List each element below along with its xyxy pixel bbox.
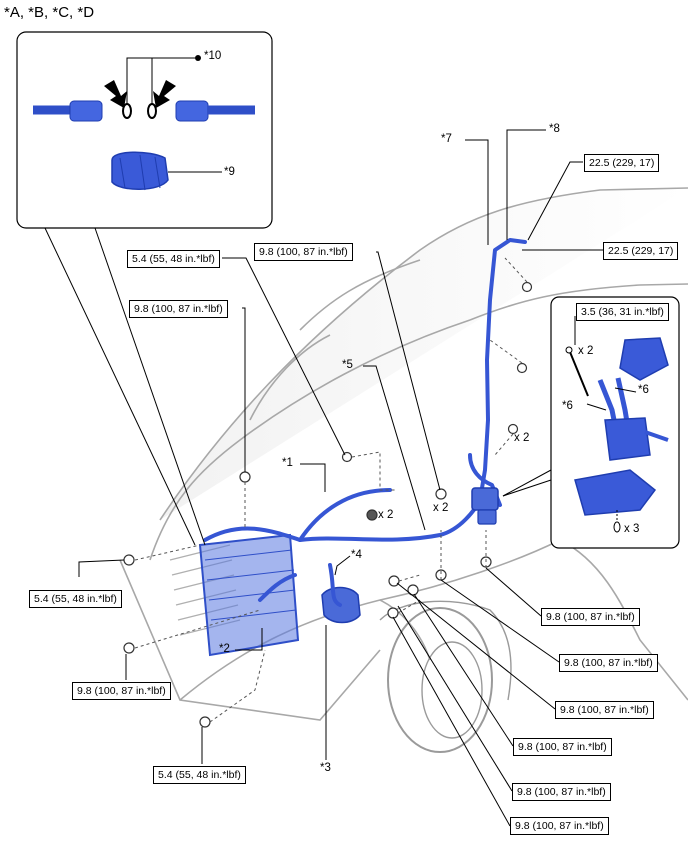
torque-9-8-right-3: 9.8 (100, 87 in.*lbf) [555,701,654,719]
torque-5-4-top: 5.4 (55, 48 in.*lbf) [127,250,220,268]
torque-9-8-top: 9.8 (100, 87 in.*lbf) [254,243,353,261]
leaders [78,129,604,827]
callout-5: *5 [342,359,353,371]
callout-10: *10 [204,50,222,62]
piping [203,238,527,607]
diagram-title: *A, *B, *C, *D [4,4,95,21]
callout-3: *3 [320,762,331,774]
torque-9-8-right-5: 9.8 (100, 87 in.*lbf) [512,783,611,801]
fasteners [123,281,533,728]
callout-4: *4 [351,549,362,561]
callout-8: *8 [549,123,560,135]
qty-screw-x3: x 3 [624,523,640,535]
torque-9-8-right-2: 9.8 (100, 87 in.*lbf) [559,654,658,672]
qty-bolt-inset: x 2 [578,345,594,357]
torque-9-8-left-upper: 9.8 (100, 87 in.*lbf) [129,300,228,318]
callout-1: *1 [282,457,293,469]
torque-9-8-right-4: 9.8 (100, 87 in.*lbf) [513,738,612,756]
torque-5-4-left: 5.4 (55, 48 in.*lbf) [29,590,122,608]
qty-bolt-x2-upper: x 2 [514,432,530,444]
torque-5-4-bottom: 5.4 (55, 48 in.*lbf) [153,766,246,784]
dashed-guides [134,257,528,723]
callout-6-right: *6 [638,384,649,396]
torque-22-5-upper: 22.5 (229, 17) [584,154,660,172]
qty-nut-x2: x 2 [378,509,394,521]
vehicle-body [119,187,688,721]
torque-9-8-lower-left: 9.8 (100, 87 in.*lbf) [72,682,171,700]
torque-3-5: 3.5 (36, 31 in.*lbf) [576,303,669,321]
callout-9: *9 [224,166,235,178]
torque-9-8-right-1: 9.8 (100, 87 in.*lbf) [541,608,640,626]
callout-7: *7 [441,133,452,145]
torque-9-8-right-6: 9.8 (100, 87 in.*lbf) [510,817,609,835]
qty-nut-x2-b: x 2 [433,502,449,514]
front-wheel [379,600,512,753]
cooler-assembly [198,533,300,657]
callout-2: *2 [219,643,230,655]
callout-6-left: *6 [562,400,573,412]
inset-pipe-joint [16,31,273,546]
torque-22-5-lower: 22.5 (229, 17) [603,242,679,260]
expansion-valve-block [471,487,499,525]
inset-expansion-valve [502,296,680,549]
